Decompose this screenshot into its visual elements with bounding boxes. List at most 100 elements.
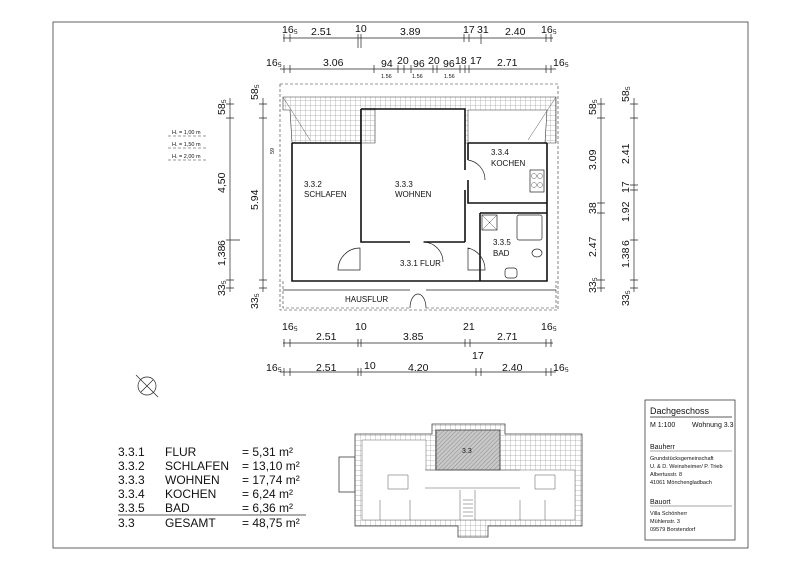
label: Albertusstr. 8 [650, 472, 682, 478]
drawing-title: Dachgeschoss [650, 406, 710, 416]
scale: M 1:100 [650, 422, 675, 429]
dim-label: 3.89 [400, 26, 421, 38]
label: FLUR [165, 445, 197, 459]
knee-dim: 59 [270, 148, 276, 154]
label: 6 [216, 240, 228, 246]
total-num: 3.3 [118, 516, 135, 530]
label: = 6,36 m² [242, 501, 293, 515]
key-plan: 3.3 [338, 423, 583, 538]
label: 2.51 [316, 331, 337, 343]
label: 3.3.3 [118, 473, 145, 487]
window-note: 1.56 [444, 74, 455, 80]
window-note: 1.56 [412, 74, 423, 80]
label: 16₅ [282, 321, 298, 333]
label: H. = 1,00 m [172, 130, 201, 136]
room-number: 3.3.3 [395, 180, 413, 189]
label: 2.71 [497, 331, 518, 343]
label: 41061 Mönchengladbach [650, 480, 712, 486]
total-area: = 48,75 m² [242, 516, 300, 530]
label: 17 [472, 350, 484, 362]
label: 16₅ [553, 362, 569, 374]
dim-label: 17 [470, 55, 482, 67]
north-arrow-icon [135, 374, 159, 398]
total-name: GESAMT [165, 516, 216, 530]
label: 2.47 [587, 236, 599, 257]
label: 10 [355, 321, 367, 333]
label: 3.3.4 [118, 487, 145, 501]
right-dimension-chains: 58₅ 3.09 38 2.47 33₅ 58₅ 2.41 17 1.92 6 … [587, 86, 638, 306]
label: 21 [463, 321, 475, 333]
roof-slope-hatch [282, 96, 557, 144]
label: 58₅ [620, 86, 632, 102]
window-note: 1.56 [381, 74, 392, 80]
label: 33₅ [587, 277, 599, 293]
label: H. = 2,00 m [172, 154, 201, 160]
dim-label: 31 [477, 24, 489, 36]
label: 3.3.5 [118, 501, 145, 515]
dim-label: 96 [413, 58, 425, 70]
label: 17 [620, 181, 632, 193]
dim-label: 2.71 [497, 57, 518, 69]
apartment-plan: 3.3.2 SCHLAFEN 3.3.3 WOHNEN 3.3.4 KOCHEN… [270, 83, 559, 311]
label: 2.41 [620, 143, 632, 164]
room-number: 3.3.4 [491, 148, 509, 157]
dim-label: 16₅ [553, 57, 569, 69]
room-name: KOCHEN [491, 159, 525, 168]
bauort-heading: Bauort [650, 499, 671, 506]
label: Grundstücksgemeinschaft [650, 456, 714, 462]
label: 16₅ [266, 362, 282, 374]
label: KOCHEN [165, 487, 216, 501]
unit: Wohnung 3.3 [692, 422, 734, 429]
dim-label: 10 [355, 23, 367, 35]
label: 5.94 [249, 189, 261, 210]
room-name: SCHLAFEN [304, 190, 347, 199]
room-name: BAD [493, 249, 510, 258]
label: 2.51 [316, 362, 337, 374]
title-block: Dachgeschoss M 1:100 Wohnung 3.3 Bauherr… [644, 399, 736, 541]
label: 33₅ [249, 293, 261, 309]
sheet-border [52, 21, 749, 549]
label: 3.3.1 [118, 445, 145, 459]
label: H. = 1,50 m [172, 142, 201, 148]
left-dimension-chains: 58₅ 4,50 6 1,38 33₅ 58₅ 5.94 33₅ [216, 84, 267, 309]
label: = 6,24 m² [242, 487, 293, 501]
label: = 5,31 m² [242, 445, 293, 459]
label: 58₅ [249, 84, 261, 100]
bauherr-heading: Bauherr [650, 444, 676, 451]
label: 3.09 [587, 149, 599, 170]
top-dimension-chain: 16₅ 2.51 10 3.89 17 31 2.40 16₅ 16₅ 3.06… [266, 23, 569, 80]
room-number: 3.3.5 [493, 238, 511, 247]
label: Villa Schönherr [650, 511, 687, 517]
dim-label: 16₅ [266, 57, 282, 69]
room-number: 3.3.2 [304, 180, 322, 189]
label: 3.3.2 [118, 459, 145, 473]
dim-label: 2.40 [505, 26, 526, 38]
label: Mühlenstr. 3 [650, 519, 680, 525]
dim-label: 18 [455, 55, 467, 67]
label: 1.92 [620, 201, 632, 222]
label: 38 [587, 202, 599, 214]
dim-label: 20 [397, 55, 409, 67]
bottom-dimension-chain: 16₅ 2.51 10 3.85 21 2.71 16₅ 16₅ 2.51 10… [266, 321, 569, 376]
label: 4,50 [216, 172, 228, 193]
label: 6 [620, 240, 632, 246]
label: 10 [364, 360, 376, 372]
label: WOHNEN [165, 473, 220, 487]
room-label: 3.3.1 FLUR [400, 259, 441, 268]
room-name: WOHNEN [395, 190, 432, 199]
label: 4.20 [408, 362, 429, 374]
label: 16₅ [541, 321, 557, 333]
dim-label: 3.06 [323, 57, 344, 69]
label: 1.38 [620, 247, 632, 268]
label: 33₅ [620, 290, 632, 306]
dim-label: 16₅ [541, 24, 557, 36]
label: 33₅ [216, 280, 228, 296]
dim-label: 94 [381, 58, 393, 70]
label: 58₅ [587, 99, 599, 115]
label: = 17,74 m² [242, 473, 300, 487]
label: 09579 Borstendorf [650, 527, 696, 533]
label: 2.40 [502, 362, 523, 374]
unit-label: 3.3 [462, 448, 472, 455]
label: U. & D. Weinsheimer/ P. Trieb [650, 464, 723, 470]
